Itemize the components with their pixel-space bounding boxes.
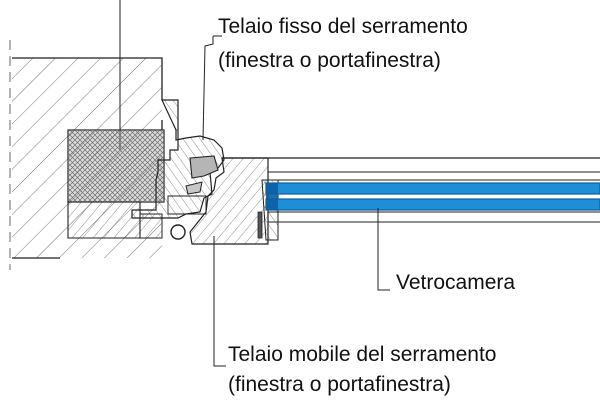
wood-sill — [67, 201, 163, 239]
glass-spacer — [266, 183, 278, 210]
glass-pane-outer — [265, 182, 600, 195]
mobile-frame-label-line2: (finestra o portafinestra) — [228, 373, 451, 396]
mobile-frame-label-line1: Telaio mobile del serramento — [228, 343, 497, 366]
leader-glazing — [377, 208, 390, 291]
glazing-unit — [222, 157, 600, 223]
fixed-frame-label-line2: (finestra o portafinestra) — [218, 49, 441, 72]
leader-mobile-frame — [213, 236, 226, 367]
leader-fixed-frame — [202, 36, 214, 141]
fixed-frame-profile — [131, 99, 225, 219]
insulation-block — [67, 129, 165, 203]
glass-pane-inner — [265, 198, 600, 211]
glazing-label: Vetrocamera — [396, 271, 516, 294]
seal-gasket — [170, 224, 186, 240]
fixed-frame-label-line1: Telaio fisso del serramento — [218, 15, 468, 38]
